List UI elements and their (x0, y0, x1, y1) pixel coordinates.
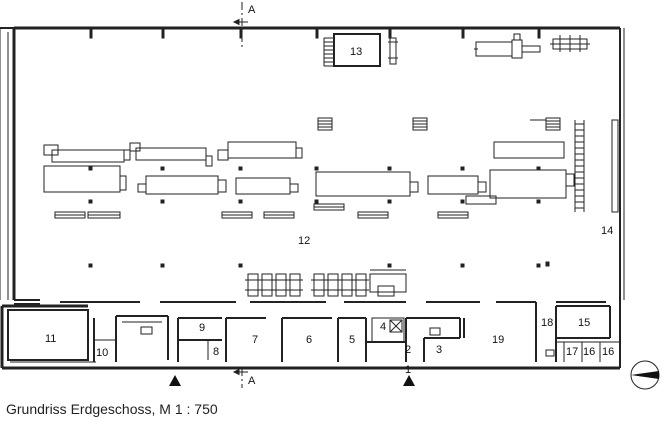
entrance-markers (169, 375, 415, 386)
room-partitions (7, 302, 620, 363)
room-label-14: 14 (601, 225, 613, 237)
room-label-3: 3 (436, 344, 442, 356)
roller-tables (54, 203, 469, 219)
room-label-15: 15 (578, 317, 590, 329)
room-label-4: 4 (380, 321, 386, 333)
room-label-9: 9 (199, 322, 205, 334)
room-label-18: 18 (541, 317, 553, 329)
office-wing-walls (0, 300, 621, 370)
room-label-5: 5 (349, 334, 355, 346)
room-13-enclosure (323, 33, 398, 67)
column-markers (88, 27, 550, 268)
entrance-label: 1 (405, 364, 411, 376)
crane-equipment (474, 33, 590, 59)
hall-outer-walls (0, 26, 625, 300)
room-label-16a: 16 (583, 346, 595, 358)
section-line-a (232, 2, 248, 388)
room-14-conveyors (574, 119, 619, 213)
north-arrow (630, 360, 660, 390)
room-label-11: 11 (45, 333, 56, 345)
section-label-top: A (248, 4, 256, 16)
plan-caption: Grundriss Erdgeschoss, M 1 : 750 (6, 401, 218, 417)
room-label-13: 13 (350, 46, 362, 58)
room-label-6: 6 (306, 334, 312, 346)
frame-racks (245, 269, 407, 297)
storage-racks (317, 117, 561, 131)
room-label-12: 12 (298, 235, 310, 247)
hall-office-separation (14, 299, 606, 305)
room-label-19: 19 (492, 334, 504, 346)
room-label-17: 17 (566, 346, 578, 358)
room-label-2: 2 (405, 344, 411, 356)
room-label-16b: 16 (602, 346, 614, 358)
machine-line-upper (43, 141, 565, 167)
machine-line-lower (43, 165, 575, 205)
room-label-7: 7 (252, 334, 258, 346)
room-label-8: 8 (213, 346, 219, 358)
room-label-10: 10 (96, 347, 108, 359)
section-label-bottom: A (248, 375, 256, 387)
